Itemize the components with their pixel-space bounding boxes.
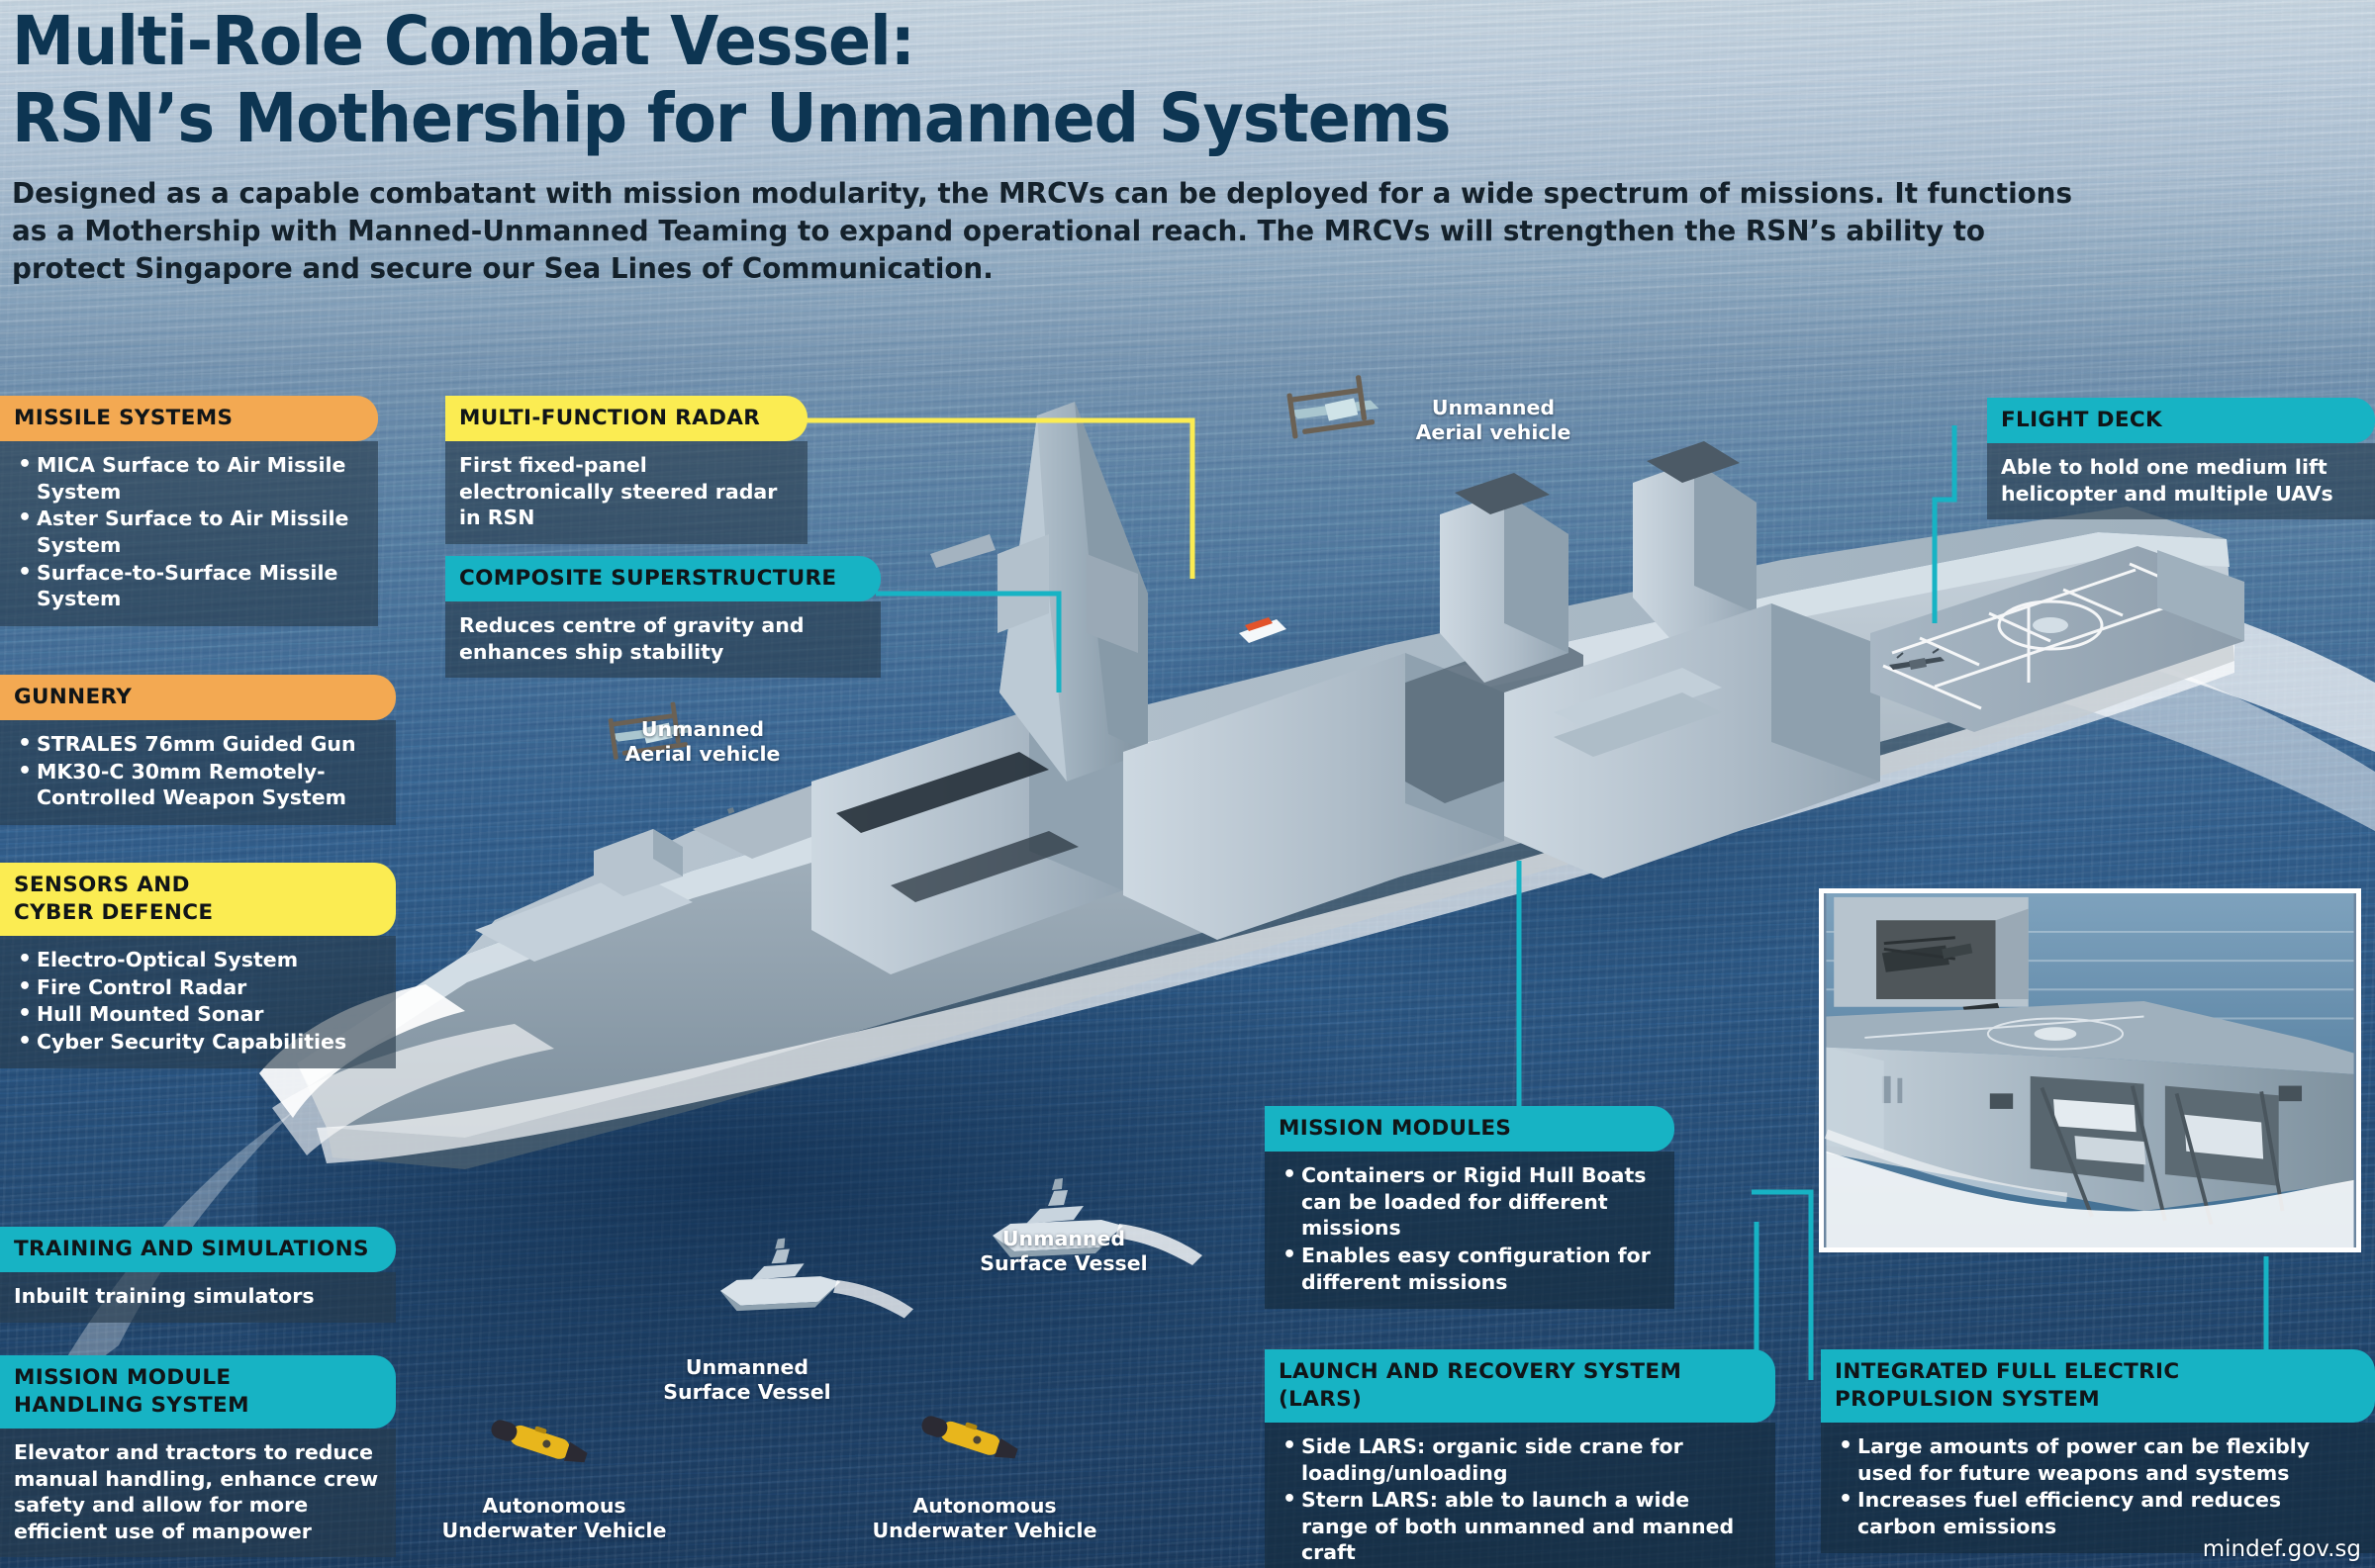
panel-training-body: Inbuilt training simulators — [0, 1271, 396, 1323]
panel-flight-deck-body: Able to hold one medium lift helicopter … — [1987, 442, 2375, 520]
panel-sensors-cyber[interactable]: SENSORS AND CYBER DEFENCE Electro-Optica… — [0, 863, 396, 1069]
panel-gunnery[interactable]: GUNNERY STRALES 76mm Guided Gun MK30-C 3… — [0, 675, 396, 825]
list-item: Electro-Optical System — [14, 946, 380, 973]
list-item: Hull Mounted Sonar — [14, 1000, 380, 1028]
panel-propulsion[interactable]: INTEGRATED FULL ELECTRIC PROPULSION SYST… — [1821, 1349, 2375, 1554]
panel-gunnery-title: GUNNERY — [0, 675, 396, 720]
panel-training-title: TRAINING AND SIMULATIONS — [0, 1227, 396, 1272]
panel-mfr-title: MULTI-FUNCTION RADAR — [445, 396, 808, 441]
title-line-1: Multi-Role Combat Vessel: — [12, 2, 915, 81]
mfr-text: First fixed-panel electronically steered… — [459, 452, 778, 530]
panel-propulsion-body: Large amounts of power can be flexibly u… — [1821, 1422, 2375, 1554]
list-item: Increases fuel efficiency and reduces ca… — [1835, 1486, 2359, 1539]
label-auv-right: Autonomous Underwater Vehicle — [872, 1494, 1097, 1542]
mmhs-text: Elevator and tractors to reduce manual h… — [14, 1439, 379, 1543]
panel-sensors-cyber-body: Electro-Optical System Fire Control Rada… — [0, 935, 396, 1069]
panel-mission-modules-body: Containers or Rigid Hull Boats can be lo… — [1265, 1151, 1674, 1310]
page-subtitle: Designed as a capable combatant with mis… — [12, 177, 2073, 285]
list-item: Fire Control Radar — [14, 973, 380, 1001]
panel-mission-modules-title: MISSION MODULES — [1265, 1106, 1674, 1152]
panel-mfr-body: First fixed-panel electronically steered… — [445, 440, 808, 544]
mission-modules-list: Containers or Rigid Hull Boats can be lo… — [1279, 1161, 1659, 1295]
panel-flight-deck[interactable]: FLIGHT DECK Able to hold one medium lift… — [1987, 398, 2375, 520]
flight-deck-text: Able to hold one medium lift helicopter … — [2001, 454, 2333, 506]
label-usv-right: Unmanned Surface Vessel — [980, 1227, 1148, 1275]
panel-training-simulations[interactable]: TRAINING AND SIMULATIONS Inbuilt trainin… — [0, 1227, 396, 1323]
list-item: Large amounts of power can be flexibly u… — [1835, 1432, 2359, 1486]
stern-lars-inset-photo — [1819, 888, 2361, 1252]
panel-flight-deck-title: FLIGHT DECK — [1987, 398, 2375, 443]
panel-mission-modules[interactable]: MISSION MODULES Containers or Rigid Hull… — [1265, 1106, 1674, 1310]
training-text: Inbuilt training simulators — [14, 1283, 315, 1308]
panel-cs-title: COMPOSITE SUPERSTRUCTURE — [445, 556, 881, 601]
list-item: MK30-C 30mm Remotely-Controlled Weapon S… — [14, 758, 380, 811]
panel-propulsion-title: INTEGRATED FULL ELECTRIC PROPULSION SYST… — [1821, 1349, 2375, 1423]
panel-lars-title: LAUNCH AND RECOVERY SYSTEM (LARS) — [1265, 1349, 1775, 1423]
label-auv-left: Autonomous Underwater Vehicle — [441, 1494, 667, 1542]
panel-multi-function-radar[interactable]: MULTI-FUNCTION RADAR First fixed-panel e… — [445, 396, 808, 544]
header: Multi-Role Combat Vessel: RSN’s Mothersh… — [0, 0, 2375, 288]
list-item: Cyber Security Capabilities — [14, 1028, 380, 1056]
panel-missile-systems[interactable]: MISSILE SYSTEMS MICA Surface to Air Miss… — [0, 396, 378, 626]
cs-text: Reduces centre of gravity and enhances s… — [459, 612, 805, 664]
list-item: MICA Surface to Air Missile System — [14, 451, 362, 505]
list-item: Surface-to-Surface Missile System — [14, 558, 362, 612]
list-item: Containers or Rigid Hull Boats can be lo… — [1279, 1161, 1659, 1242]
list-item: STRALES 76mm Guided Gun — [14, 730, 380, 758]
sensors-cyber-list: Electro-Optical System Fire Control Rada… — [14, 946, 380, 1056]
ocean-sun-glitter — [0, 0, 2375, 415]
missile-systems-list: MICA Surface to Air Missile System Aster… — [14, 451, 362, 612]
list-item: Side LARS: organic side crane for loadin… — [1279, 1432, 1759, 1486]
title-line-2: RSN’s Mothership for Unmanned Systems — [12, 79, 1451, 158]
panel-missile-systems-title: MISSILE SYSTEMS — [0, 396, 378, 441]
panel-mmhs-body: Elevator and tractors to reduce manual h… — [0, 1428, 396, 1558]
label-usv-left: Unmanned Surface Vessel — [663, 1355, 831, 1404]
list-item: Aster Surface to Air Missile System — [14, 505, 362, 558]
panel-cs-body: Reduces centre of gravity and enhances s… — [445, 600, 881, 679]
panel-missile-systems-body: MICA Surface to Air Missile System Aster… — [0, 440, 378, 626]
lars-list: Side LARS: organic side crane for loadin… — [1279, 1432, 1759, 1566]
source-watermark: mindef.gov.sg — [2202, 1536, 2361, 1562]
gunnery-list: STRALES 76mm Guided Gun MK30-C 30mm Remo… — [14, 730, 380, 811]
panel-sensors-cyber-title: SENSORS AND CYBER DEFENCE — [0, 863, 396, 936]
panel-gunnery-body: STRALES 76mm Guided Gun MK30-C 30mm Remo… — [0, 719, 396, 825]
label-uav-left: Unmanned Aerial vehicle — [624, 717, 781, 766]
panel-lars[interactable]: LAUNCH AND RECOVERY SYSTEM (LARS) Side L… — [1265, 1349, 1775, 1568]
panel-lars-body: Side LARS: organic side crane for loadin… — [1265, 1422, 1775, 1568]
panel-mission-module-handling[interactable]: MISSION MODULE HANDLING SYSTEM Elevator … — [0, 1355, 396, 1558]
list-item: Enables easy configuration for different… — [1279, 1242, 1659, 1295]
propulsion-list: Large amounts of power can be flexibly u… — [1835, 1432, 2359, 1540]
list-item: Stern LARS: able to launch a wide range … — [1279, 1486, 1759, 1566]
panel-composite-superstructure[interactable]: COMPOSITE SUPERSTRUCTURE Reduces centre … — [445, 556, 881, 679]
panel-mmhs-title: MISSION MODULE HANDLING SYSTEM — [0, 1355, 396, 1429]
page-title: Multi-Role Combat Vessel: RSN’s Mothersh… — [12, 8, 2186, 153]
label-uav-top: Unmanned Aerial vehicle — [1415, 396, 1571, 444]
